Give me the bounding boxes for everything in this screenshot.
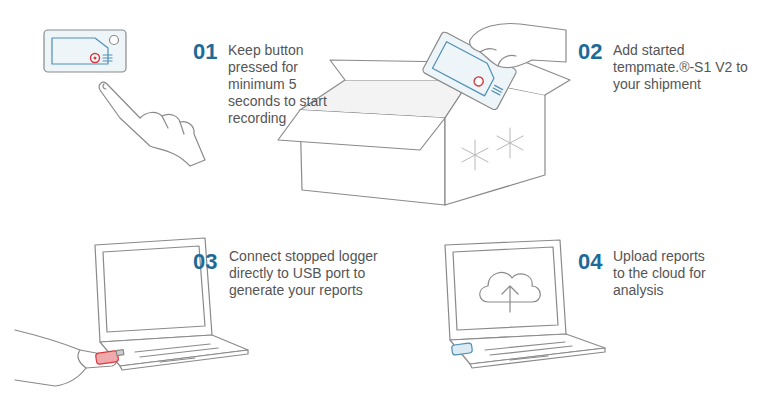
laptop [95,238,248,370]
step-number: 04 [578,250,602,274]
cloud-upload-icon [480,272,541,312]
laptop [445,240,605,368]
hand [470,24,566,68]
step-text: Keep button pressed for minimum 5 second… [228,42,346,127]
step-number: 02 [578,40,602,64]
step-number: 03 [193,250,217,274]
logger-card [44,30,126,72]
usb-logger [451,343,472,356]
step-number: 01 [193,40,217,64]
step-text: Connect stopped logger directly to USB p… [229,248,397,299]
hand [99,82,205,166]
step-text: Upload reports to the cloud for analysis [613,248,719,299]
usb-logger [95,350,123,365]
box [278,60,570,205]
step-text: Add started tempmate.®-S1 V2 to your shi… [613,42,753,93]
